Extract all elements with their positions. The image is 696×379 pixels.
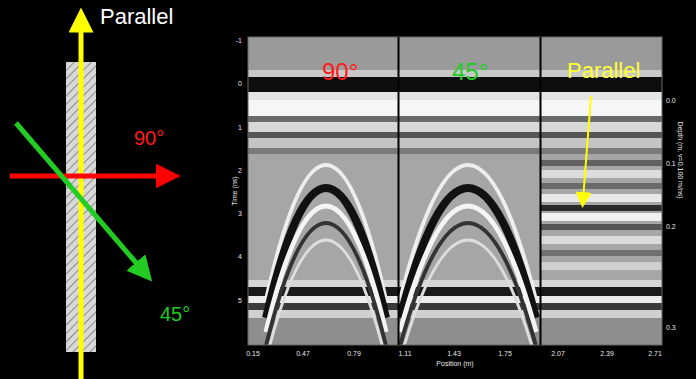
tick-label: 0.3	[666, 324, 676, 331]
panel-label: Parallel	[567, 60, 640, 82]
axis-title: Depth (m, v=0.100 m/ns)	[677, 121, 684, 198]
angle-label: 90°	[134, 128, 164, 148]
perpendicular-arrow	[10, 174, 168, 179]
tick-label: 2	[238, 167, 242, 174]
tick-label: 0.15	[246, 350, 260, 357]
radargram	[248, 37, 662, 345]
tick-label: 0.79	[347, 350, 361, 357]
tick-label: 0.47	[296, 350, 310, 357]
tick-label: 1.11	[398, 350, 411, 357]
tick-label: 3	[238, 210, 242, 217]
tick-label: 4	[238, 253, 242, 260]
hyperbola-45	[400, 165, 536, 345]
panel-label: 90°	[322, 60, 358, 84]
tick-label: 2.39	[600, 350, 614, 357]
tick-label: 1.43	[447, 350, 461, 357]
tick-label: 0.1	[666, 160, 676, 167]
parallel-pointer	[583, 96, 591, 200]
angle-label: 45°	[160, 304, 190, 324]
tick-label: 2.07	[551, 350, 565, 357]
tick-label: 1.75	[498, 350, 512, 357]
tick-label: 1	[238, 124, 242, 131]
diagonal-arrow	[16, 123, 144, 272]
tick-label: 5	[238, 297, 242, 304]
hyperbola-90	[266, 165, 386, 345]
tick-label: 2.71	[648, 350, 662, 357]
title-label: Parallel	[100, 6, 173, 28]
axis-title: Position (m)	[436, 360, 473, 367]
tick-label: 0.0	[666, 97, 676, 104]
tick-label: 0	[238, 80, 242, 87]
tick-label: -1	[236, 37, 242, 44]
panel-label: 45°	[452, 60, 488, 84]
axis-title: Time (ns)	[231, 176, 238, 205]
tick-label: 0.2	[666, 223, 676, 230]
